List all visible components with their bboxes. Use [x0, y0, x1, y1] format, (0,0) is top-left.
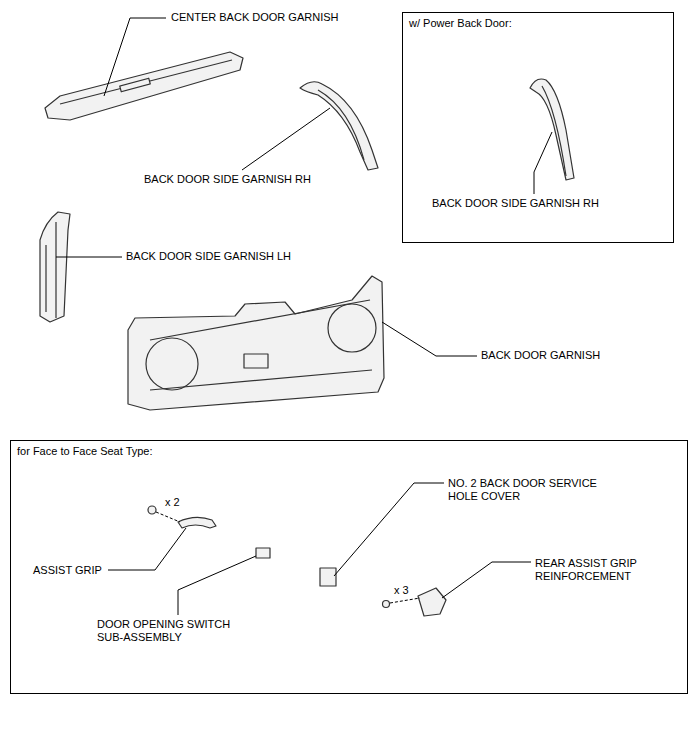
leader-line [442, 562, 531, 598]
hole-cover-part [320, 568, 336, 586]
side-garnish-lh-part [40, 212, 70, 322]
leader-line [56, 257, 122, 258]
dashed-line [156, 512, 180, 522]
leader-line [104, 18, 166, 96]
leader-line [178, 556, 256, 615]
assist-grip-part [178, 517, 216, 528]
leader-line [242, 108, 330, 170]
part-name: REAR ASSIST GRIP REINFORCEMENT [534, 557, 656, 583]
screw [148, 506, 156, 514]
part-name: BACK DOOR SIDE GARNISH RH [431, 197, 600, 210]
door-switch-part [256, 548, 270, 558]
dashed-line [390, 598, 420, 603]
part-name: BACK DOOR SIDE GARNISH LH [125, 250, 292, 263]
leader-line [534, 132, 552, 194]
part-name: x 2 [164, 496, 181, 509]
reinforcement-part [418, 588, 446, 616]
back-door-garnish-part [128, 276, 384, 410]
part-name: BACK DOOR GARNISH [480, 349, 601, 362]
panel-heading: w/ Power Back Door: [403, 13, 673, 34]
center-garnish-part [45, 52, 243, 120]
part-name: x 3 [393, 584, 410, 597]
leader-line [382, 322, 477, 356]
side-garnish-rh-part [300, 82, 378, 170]
screw [383, 601, 390, 608]
center-garnish-detail [120, 78, 151, 92]
leader-line [108, 528, 186, 570]
box-side-garnish-rh-part [530, 79, 574, 180]
panel-heading: for Face to Face Seat Type: [11, 441, 687, 462]
part-name: BACK DOOR SIDE GARNISH RH [143, 173, 312, 186]
part-name: ASSIST GRIP [32, 564, 103, 577]
part-name: DOOR OPENING SWITCH SUB-ASSEMBLY [96, 618, 248, 644]
part-name: NO. 2 BACK DOOR SERVICE HOLE COVER [447, 477, 621, 503]
leader-line [334, 483, 444, 576]
part-name: CENTER BACK DOOR GARNISH [170, 11, 339, 24]
